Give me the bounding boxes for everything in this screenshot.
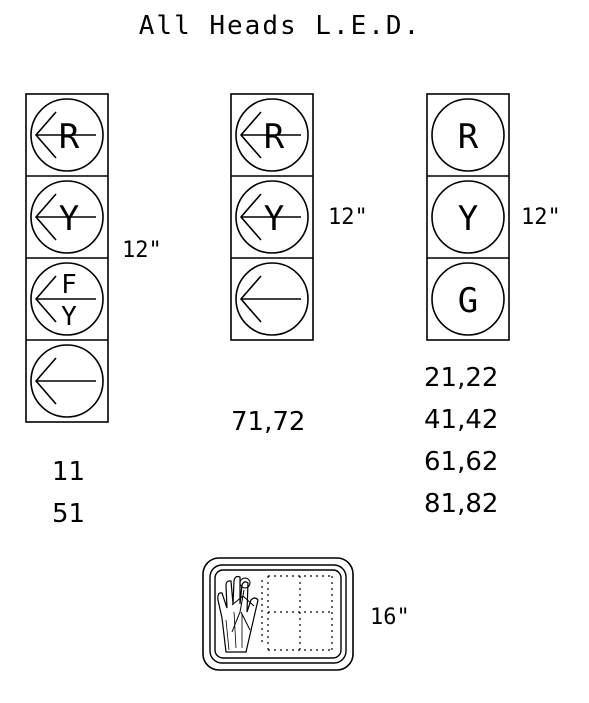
signal-head-3: R Y G 12" 21,22 41,42 61,62 81,82 [424, 93, 561, 519]
head-3-housing [426, 93, 510, 341]
ped-housing-outer [202, 557, 354, 671]
red-ball-icon: R [431, 98, 505, 172]
lens-letter: Y [59, 199, 79, 239]
left-arrow-green-icon [30, 344, 104, 418]
lens-letter: R [59, 117, 80, 157]
head-2-housing [230, 93, 314, 341]
green-ball-icon: G [431, 262, 505, 336]
lens-letter: R [458, 117, 479, 157]
left-arrow-flashing-yellow-icon: F Y [30, 262, 104, 336]
lens-letter: R [264, 117, 285, 157]
diagram-title: All Heads L.E.D. [139, 11, 421, 41]
ped-housing-inner [209, 564, 347, 664]
ped-lens [214, 569, 342, 659]
head-2-id: 71,72 [231, 407, 305, 437]
lens-letter: Y [458, 199, 478, 239]
head-3-id: 61,62 [424, 447, 498, 477]
head-1-id: 51 [52, 499, 85, 529]
left-arrow-yellow-icon: Y [235, 180, 309, 254]
left-arrow-green-icon [235, 262, 309, 336]
head-2-size: 12" [328, 205, 368, 230]
yellow-ball-icon: Y [431, 180, 505, 254]
left-arrow-red-icon: R [235, 98, 309, 172]
head-3-id: 21,22 [424, 363, 498, 393]
lens-letter: Y [264, 199, 284, 239]
pedestrian-signal: 16" [202, 557, 410, 671]
head-3-size: 12" [521, 205, 561, 230]
signal-head-2: R Y 12" 71,72 [230, 93, 368, 437]
head-3-id: 81,82 [424, 489, 498, 519]
lens-letter: G [458, 281, 478, 321]
signal-head-1: R Y F Y 12" 11 51 [25, 93, 162, 529]
head-1-id: 11 [52, 457, 85, 487]
ped-signal-size: 16" [370, 605, 410, 630]
left-arrow-yellow-icon: Y [30, 180, 104, 254]
head-1-size: 12" [122, 238, 162, 263]
left-arrow-red-icon: R [30, 98, 104, 172]
pedestrian-hand-countdown-icon [217, 575, 333, 653]
lens-letter-top: F [61, 270, 77, 300]
lens-letter-bottom: Y [61, 302, 77, 332]
head-3-id: 41,42 [424, 405, 498, 435]
